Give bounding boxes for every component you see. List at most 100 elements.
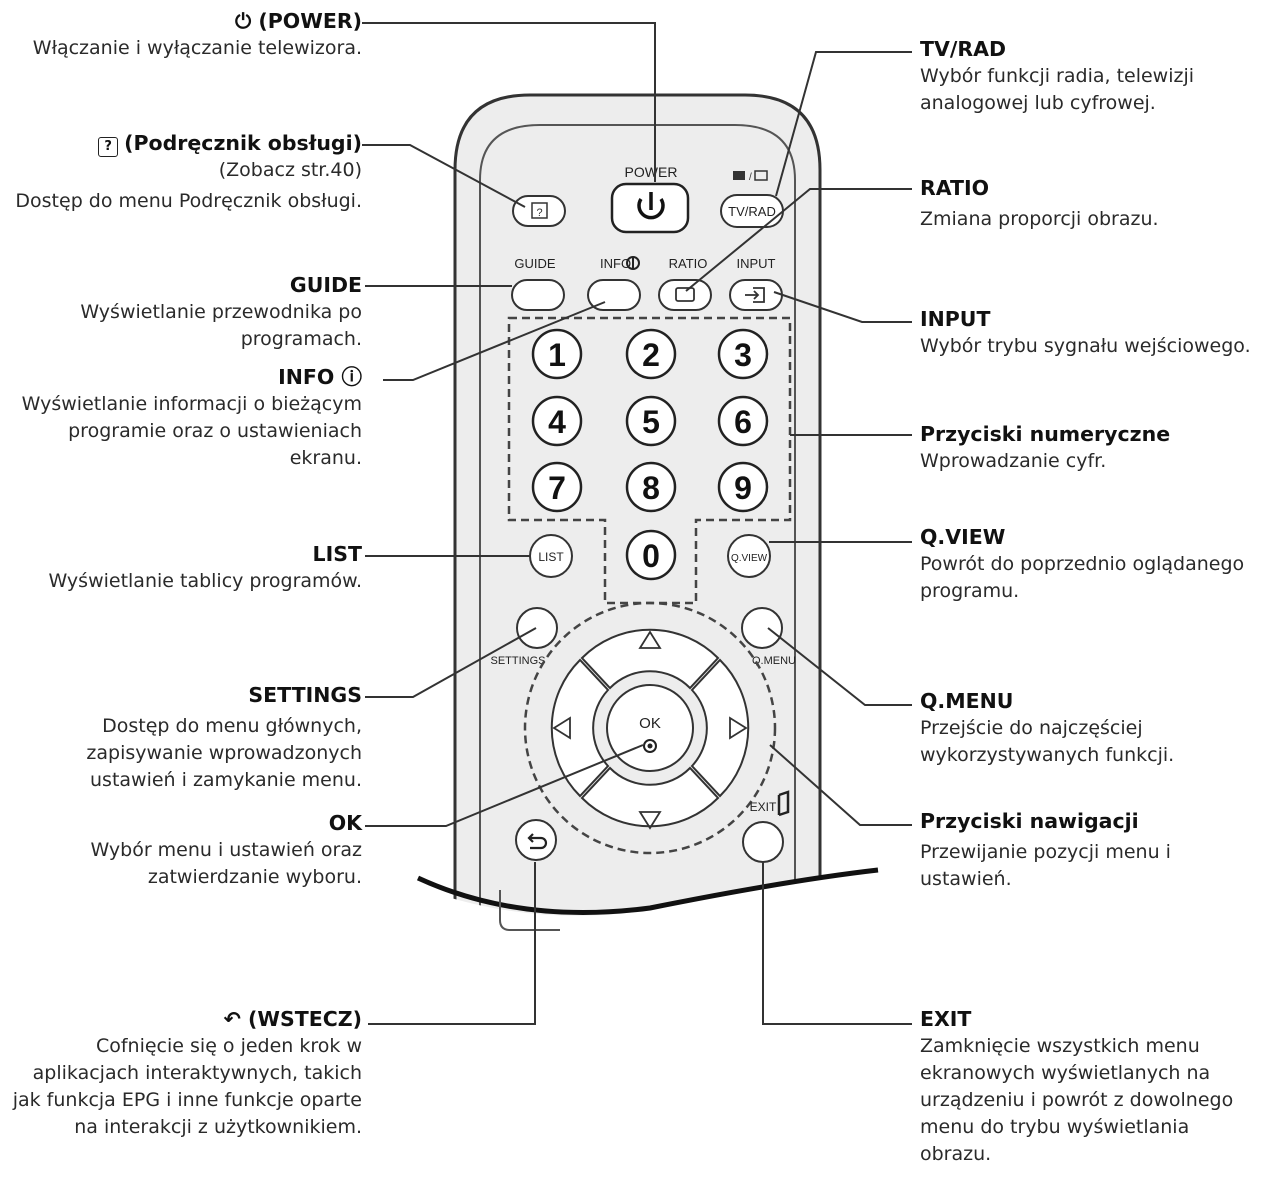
ratio-button[interactable] (658, 279, 712, 311)
leader-power (362, 22, 656, 182)
annotation-nav: Przyciski nawigacji Przewijanie pozycji … (920, 808, 1265, 893)
digit-button-1[interactable]: 1 (531, 328, 583, 380)
annotation-input: INPUT Wybór trybu sygnału wejściowego. (920, 306, 1265, 360)
ok-button[interactable]: OK (606, 684, 694, 772)
digit-button-3[interactable]: 3 (717, 328, 769, 380)
tv-rad-button[interactable]: TV/RAD (720, 194, 784, 228)
digit-label: 6 (734, 404, 752, 440)
leader-qmenu (767, 627, 912, 706)
list-button-label: LIST (538, 550, 564, 564)
back-arrow-icon: ↶ (223, 1007, 248, 1031)
tv-rad-button-label: TV/RAD (728, 204, 776, 219)
exit-button[interactable] (742, 821, 784, 863)
annotation-ratio-title: RATIO (920, 176, 990, 200)
annotation-back-desc: Cofnięcie się o jeden krok w aplikacjach… (12, 1035, 362, 1138)
manual-icon: ? (98, 137, 119, 157)
ratio-button-label: RATIO (669, 256, 708, 271)
digit-buttons: 1 2 3 4 5 6 7 8 9 0 (531, 328, 769, 581)
annotation-guide-desc: Wyświetlanie przewodnika po programach. (80, 301, 362, 350)
digit-button-0[interactable]: 0 (625, 529, 677, 581)
power-button[interactable] (610, 182, 690, 234)
power-icon: ⏻ (235, 9, 259, 33)
annotation-list-title: LIST (312, 542, 362, 566)
tv-rad-icon: / (733, 170, 768, 183)
qview-button[interactable]: Q.VIEW (727, 534, 771, 578)
settings-button[interactable] (516, 607, 558, 649)
annotation-power: ⏻ (POWER) Włączanie i wyłączanie telewiz… (2, 8, 362, 62)
annotation-input-title: INPUT (920, 307, 991, 331)
ok-dot-icon (643, 739, 657, 753)
annotation-tv-rad: TV/RAD Wybór funkcji radia, telewizji an… (920, 36, 1265, 117)
leader-ratio (685, 188, 912, 292)
annotation-ratio-desc: Zmiana proporcji obrazu. (920, 208, 1159, 230)
annotation-ratio: RATIO Zmiana proporcji obrazu. (920, 175, 1265, 233)
digit-button-5[interactable]: 5 (625, 395, 677, 447)
annotation-list: LIST Wyświetlanie tablicy programów. (2, 541, 362, 595)
annotation-nav-desc: Przewijanie pozycji menu i ustawień. (920, 841, 1171, 890)
annotation-back: ↶ (WSTECZ) Cofnięcie się o jeden krok w … (2, 1006, 362, 1141)
nav-right-button[interactable] (690, 658, 750, 798)
annotation-manual: ?(Podręcznik obsługi) (Zobacz str.40) Do… (2, 130, 362, 215)
annotation-qmenu-title: Q.MENU (920, 689, 1014, 713)
annotation-numeric-title: Przyciski numeryczne (920, 422, 1171, 446)
leader-manual (362, 144, 526, 208)
annotation-ok-title: OK (328, 811, 362, 835)
guide-button[interactable] (511, 279, 565, 311)
qmenu-button-label: Q.MENU (752, 655, 796, 667)
annotation-guide: GUIDE Wyświetlanie przewodnika po progra… (2, 272, 362, 353)
digit-button-7[interactable]: 7 (531, 461, 583, 513)
digit-button-8[interactable]: 8 (625, 461, 677, 513)
navigation-ring (550, 628, 750, 830)
body-bottom-edge (499, 890, 560, 931)
list-button[interactable]: LIST (529, 534, 573, 578)
digit-button-4[interactable]: 4 (531, 395, 583, 447)
qview-button-label: Q.VIEW (731, 553, 768, 564)
annotation-qview-title: Q.VIEW (920, 525, 1006, 549)
power-button-label: POWER (625, 164, 678, 180)
annotation-manual-ref: (Zobacz str.40) (218, 159, 362, 181)
nav-down-button[interactable] (580, 766, 720, 828)
digit-button-6[interactable]: 6 (717, 395, 769, 447)
back-button[interactable] (515, 819, 557, 861)
qmenu-button[interactable] (741, 607, 783, 649)
settings-button-label: SETTINGS (490, 655, 545, 667)
svg-text:?: ? (536, 207, 542, 219)
annotation-settings: SETTINGS Dostęp do menu głównych, zapisy… (2, 682, 362, 794)
annotation-settings-desc: Dostęp do menu głównych, zapisywanie wpr… (86, 715, 362, 791)
navigation-area-outline (523, 601, 777, 855)
annotation-exit-title: EXIT (920, 1007, 972, 1031)
manual-button[interactable]: ? (512, 195, 566, 227)
annotation-numeric: Przyciski numeryczne Wprowadzanie cyfr. (920, 421, 1265, 475)
leader-nav (769, 744, 912, 826)
digit-label: 3 (734, 337, 752, 373)
annotation-ok-desc: Wybór menu i ustawień oraz zatwierdzanie… (90, 839, 362, 888)
annotation-settings-title: SETTINGS (248, 683, 362, 707)
digit-label: 1 (548, 337, 566, 373)
leader-input (773, 291, 912, 323)
nav-up-button[interactable] (580, 628, 720, 690)
remote-cutoff (400, 870, 880, 1060)
digit-label: 4 (548, 404, 566, 440)
digit-label: 2 (642, 337, 660, 373)
annotation-power-desc: Włączanie i wyłączanie telewizora. (32, 37, 362, 59)
arrow-right-icon (729, 716, 748, 740)
annotation-info-title: INFO (278, 365, 335, 389)
annotation-info: INFO ⓘ Wyświetlanie informacji o bieżący… (2, 364, 362, 472)
annotation-info-desc: Wyświetlanie informacji o bieżącym progr… (21, 393, 362, 469)
annotation-ok: OK Wybór menu i ustawień oraz zatwierdza… (2, 810, 362, 891)
annotation-tv-rad-desc: Wybór funkcji radia, telewizji analogowe… (920, 65, 1195, 114)
nav-left-button[interactable] (550, 658, 610, 798)
digit-button-2[interactable]: 2 (625, 328, 677, 380)
exit-button-label: EXIT (750, 800, 777, 814)
annotation-manual-title: (Podręcznik obsługi) (124, 131, 362, 155)
annotation-qmenu-desc: Przejście do najczęściej wykorzystywanyc… (920, 717, 1175, 766)
digit-button-9[interactable]: 9 (717, 461, 769, 513)
leader-exit (762, 862, 912, 1025)
info-button[interactable] (587, 279, 641, 311)
input-button-label: INPUT (737, 256, 776, 271)
digit-label: 7 (548, 470, 566, 506)
annotation-manual-desc: Dostęp do menu Podręcznik obsługi. (15, 190, 362, 212)
input-button[interactable] (729, 279, 783, 311)
